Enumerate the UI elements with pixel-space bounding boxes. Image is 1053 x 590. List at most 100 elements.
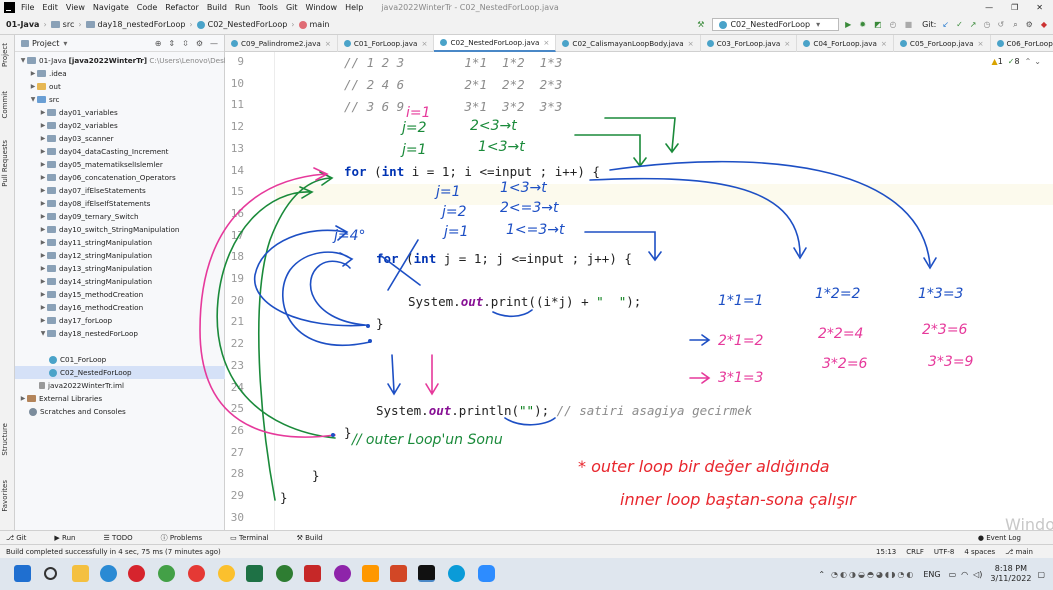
close-icon[interactable]: × — [687, 38, 694, 48]
tool-problems[interactable]: ⓘ Problems — [160, 533, 203, 542]
tree-item-package[interactable]: ▶day16_methodCreation — [39, 301, 143, 314]
breadcrumb-project[interactable]: 01-Java — [6, 20, 40, 29]
tool-terminal[interactable]: ▭ Terminal — [230, 533, 269, 542]
git-update-icon[interactable]: ↙ — [942, 20, 950, 29]
maximize-icon[interactable]: ❐ — [1011, 3, 1019, 12]
tree-item-package[interactable]: ▼day18_nestedForLoop — [39, 327, 138, 340]
tree-item-package[interactable]: ▶day14_stringManipulation — [39, 275, 152, 288]
caret-position[interactable]: 15:13 — [876, 547, 897, 556]
menu-code[interactable]: Code — [136, 3, 158, 12]
tree-item-scratches[interactable]: Scratches and Consoles — [29, 405, 126, 418]
tree-item-package[interactable]: ▶day13_stringManipulation — [39, 262, 152, 275]
chevron-down-icon[interactable]: ⌄ — [1034, 57, 1041, 66]
history-icon[interactable]: ◷ — [983, 20, 991, 29]
tab-c06-forloop[interactable]: C06_ForLoop.jav — [991, 35, 1053, 52]
run-icon[interactable]: ▶ — [845, 20, 852, 29]
tray-icons[interactable]: ◔◐◑◒◓◕◖◗◔◐ — [831, 569, 916, 579]
close-icon[interactable]: × — [421, 38, 428, 48]
tab-c05-forloop[interactable]: C05_ForLoop.java× — [894, 34, 991, 52]
tab-c02-calismayanloopbody[interactable]: C02_CalismayanLoopBody.java× — [556, 34, 701, 52]
stop-icon[interactable]: ■ — [904, 20, 913, 29]
menu-edit[interactable]: Edit — [42, 3, 58, 12]
expand-all-icon[interactable]: ⇕ — [168, 38, 176, 48]
gear-icon[interactable]: ⚙ — [1025, 20, 1033, 29]
collapse-all-icon[interactable]: ⇳ — [182, 38, 189, 48]
tree-item-class-selected[interactable]: C02_NestedForLoop — [15, 366, 225, 379]
menu-refactor[interactable]: Refactor — [165, 3, 199, 12]
tree-item-package[interactable]: ▶day01_variables — [39, 106, 118, 119]
chevron-up-icon[interactable]: ⌃ — [1024, 57, 1032, 66]
tab-project[interactable]: Project — [1, 43, 9, 67]
breadcrumb-class[interactable]: C02_NestedForLoop — [207, 20, 288, 29]
tree-item-src[interactable]: ▼src — [29, 93, 60, 106]
chrome-icon[interactable] — [188, 565, 205, 582]
tree-item-package[interactable]: ▶day03_scanner — [39, 132, 114, 145]
gear-icon[interactable]: ⚙ — [195, 38, 203, 48]
tree-item-package[interactable]: ▶day07_ifElseStatements — [39, 184, 146, 197]
project-panel-title[interactable]: Project — [32, 38, 60, 48]
tab-pull-requests[interactable]: Pull Requests — [1, 140, 9, 187]
chevron-down-icon[interactable]: ▾ — [63, 38, 68, 48]
tab-c03-forloop[interactable]: C03_ForLoop.java× — [701, 34, 798, 52]
tree-item-package[interactable]: ▶day12_stringManipulation — [39, 249, 152, 262]
tree-item-package[interactable]: ▶day10_switch_StringManipulation — [39, 223, 180, 236]
tree-item-out[interactable]: ▶out — [29, 80, 61, 93]
zoom-icon[interactable] — [478, 565, 495, 582]
event-log-button[interactable]: ● Event Log — [977, 533, 1021, 542]
tool-run[interactable]: ▶ Run — [54, 533, 76, 542]
menu-tools[interactable]: Tools — [258, 3, 278, 12]
git-branch[interactable]: ⎇ main — [1005, 547, 1033, 556]
chrome-icon[interactable] — [158, 565, 175, 582]
close-icon[interactable]: ✕ — [1036, 3, 1043, 12]
search-icon[interactable] — [44, 567, 57, 580]
powerpoint-icon[interactable] — [390, 565, 407, 582]
breadcrumb-method[interactable]: main — [309, 20, 330, 29]
tab-c09-palindrome2[interactable]: C09_Palindrome2.java× — [225, 34, 338, 52]
intellij-icon[interactable] — [418, 565, 435, 582]
breadcrumb-package[interactable]: day18_nestedForLoop — [97, 20, 186, 29]
volume-icon[interactable]: ◁) — [973, 569, 983, 579]
hide-icon[interactable]: — — [210, 38, 218, 48]
coverage-icon[interactable]: ◩ — [874, 20, 882, 29]
acrobat-icon[interactable] — [304, 565, 321, 582]
code-editor[interactable]: ▲1 ✓8 ⌃ ⌄ // 1 2 3 1*1 1*2 1*3 // 2 4 6 … — [276, 52, 1053, 530]
input-language[interactable]: ENG — [923, 569, 941, 579]
windows-start-icon[interactable] — [14, 565, 31, 582]
tree-item-external-libraries[interactable]: ▶External Libraries — [19, 392, 102, 405]
menu-navigate[interactable]: Navigate — [92, 3, 129, 12]
wifi-icon[interactable]: ◠ — [961, 569, 969, 579]
tree-item-package[interactable]: ▶day17_forLoop — [39, 314, 112, 327]
tree-item-package[interactable]: ▶day02_variables — [39, 119, 118, 132]
tree-item-package[interactable]: ▶day09_ternary_Switch — [39, 210, 139, 223]
tab-structure[interactable]: Structure — [1, 423, 9, 456]
tab-c01-forloop[interactable]: C01_ForLoop.java× — [338, 34, 435, 52]
menu-run[interactable]: Run — [234, 3, 251, 12]
sublime-icon[interactable] — [362, 565, 379, 582]
git-commit-icon[interactable]: ✓ — [956, 20, 963, 29]
skype-icon[interactable] — [448, 565, 465, 582]
tree-item-package[interactable]: ▶day06_concatenation_Operators — [39, 171, 176, 184]
close-icon[interactable]: × — [880, 38, 887, 48]
file-explorer-icon[interactable] — [72, 565, 89, 582]
tree-item-package[interactable]: ▶day08_ifElseIfStatements — [39, 197, 151, 210]
line-separator[interactable]: CRLF — [906, 547, 924, 556]
close-icon[interactable]: × — [977, 38, 984, 48]
indent-setting[interactable]: 4 spaces — [964, 547, 996, 556]
breadcrumb-src[interactable]: src — [62, 20, 75, 29]
locate-icon[interactable]: ⊕ — [154, 38, 162, 48]
menu-help[interactable]: Help — [345, 3, 364, 12]
tree-item-package[interactable]: ▶day05_matematikselIslemler — [39, 158, 163, 171]
tab-favorites[interactable]: Favorites — [1, 480, 9, 512]
run-config-select[interactable]: C02_NestedForLoop ▾ — [712, 18, 840, 31]
close-icon[interactable]: × — [784, 38, 791, 48]
tool-build[interactable]: ⚒ Build — [296, 533, 323, 542]
tree-item-package[interactable]: ▶day04_dataCasting_Increment — [39, 145, 169, 158]
tree-item-idea[interactable]: ▶.idea — [29, 67, 67, 80]
chrome-icon[interactable] — [218, 565, 235, 582]
chrome-icon[interactable] — [334, 565, 351, 582]
menu-view[interactable]: View — [65, 3, 85, 12]
menu-git[interactable]: Git — [285, 3, 298, 12]
rollback-icon[interactable]: ↺ — [997, 20, 1005, 29]
close-icon[interactable]: × — [324, 38, 331, 48]
file-encoding[interactable]: UTF-8 — [933, 547, 955, 556]
